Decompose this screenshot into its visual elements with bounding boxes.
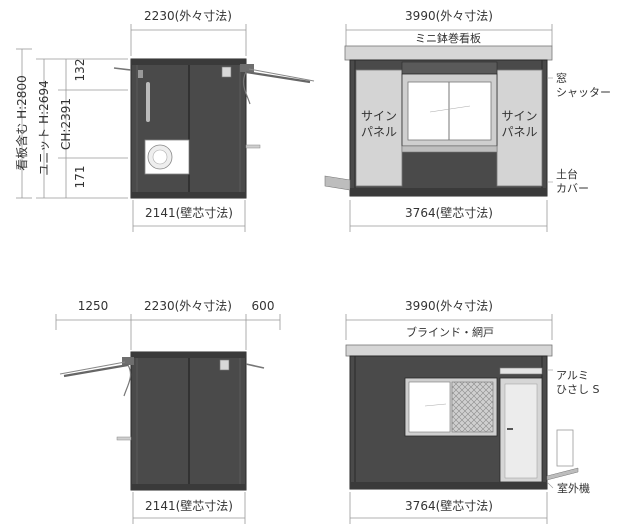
side-view-bottom <box>345 314 579 524</box>
sign-panel-right-text: サイン パネル <box>501 109 538 140</box>
front-view-bottom <box>55 314 281 524</box>
front-top-width-wall: 2141(壁芯寸法) <box>145 206 233 220</box>
side-view-top <box>324 24 553 232</box>
side-bottom-blind-screen: ブラインド・網戸 <box>406 326 494 339</box>
side-top-sign-panel-right: サイン パネル <box>497 108 542 140</box>
side-top-sign-panel-left: サイン パネル <box>356 108 402 140</box>
side-top-sign-board: ミニ鉢巻看板 <box>415 32 481 45</box>
side-top-window-shutter: 窓 シャッター <box>556 72 611 100</box>
front-top-dim-upper: 132 <box>73 58 87 82</box>
side-top-width-wall: 3764(壁芯寸法) <box>405 206 493 220</box>
front-top-unit-height: ユニット H:2694 <box>37 80 51 176</box>
front-bottom-width-wall: 2141(壁芯寸法) <box>145 499 233 513</box>
front-top-width-outer: 2230(外々寸法) <box>144 9 232 23</box>
front-bottom-width-outer: 2230(外々寸法) <box>144 299 232 313</box>
front-bottom-dim-right: 600 <box>251 299 275 313</box>
side-top-width-outer: 3990(外々寸法) <box>405 9 493 23</box>
sign-panel-left-text: サイン パネル <box>360 109 397 140</box>
side-bottom-width-outer: 3990(外々寸法) <box>405 299 493 313</box>
front-top-height-with-sign: 看板含む H:2800 <box>15 75 29 171</box>
front-bottom-dim-left: 1250 <box>77 299 109 313</box>
front-top-dim-lower: 171 <box>73 165 87 189</box>
side-top-base-cover: 土台 カバー <box>556 168 589 196</box>
side-bottom-outdoor-unit: 室外機 <box>557 482 590 495</box>
side-bottom-width-wall: 3764(壁芯寸法) <box>405 499 493 513</box>
front-view-top <box>16 24 315 232</box>
front-top-ceiling-height: CH:2391 <box>59 98 73 150</box>
side-bottom-aluminum-canopy: アルミ ひさし S <box>556 369 600 397</box>
